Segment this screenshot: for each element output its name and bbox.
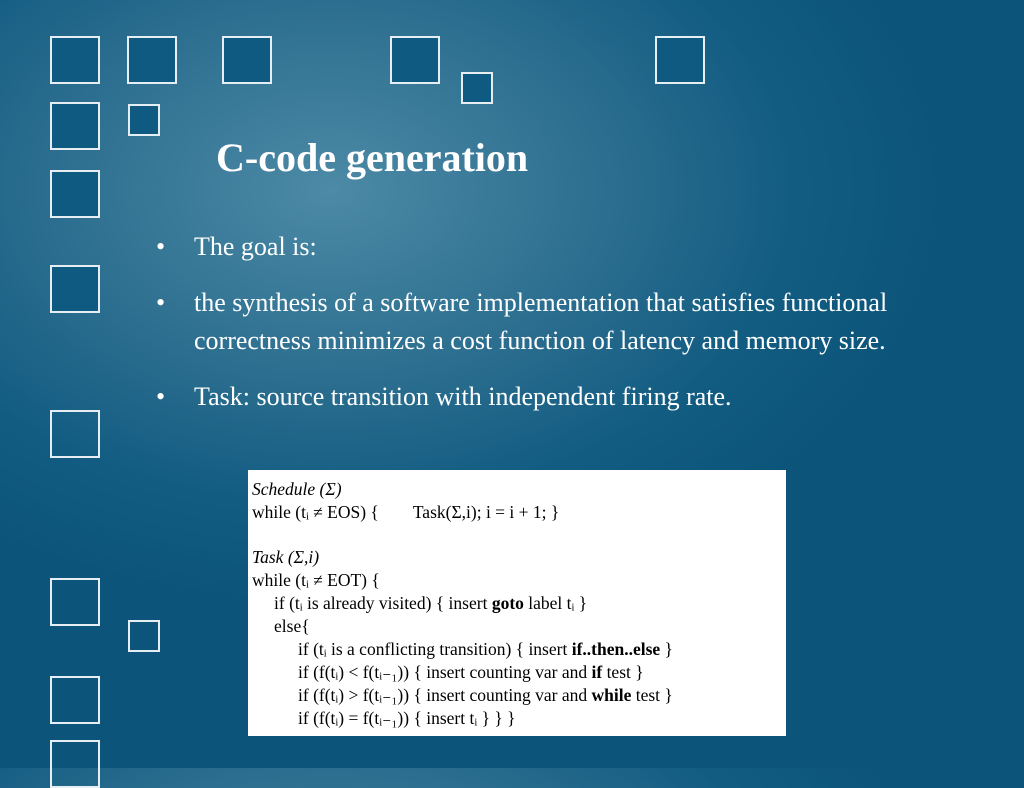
code-text: if (f(tᵢ) > f(tᵢ₋₁)) { insert counting v… xyxy=(298,685,588,705)
code-line: while (tᵢ ≠ EOT) { xyxy=(252,570,380,590)
decor-square xyxy=(222,36,272,84)
decor-square xyxy=(461,72,493,104)
code-text: Task(Σ,i); i = i + 1; } xyxy=(412,502,560,522)
decor-square xyxy=(390,36,440,84)
code-keyword: while xyxy=(591,685,632,705)
task-header: Task (Σ,i) xyxy=(252,547,320,567)
code-line: if (f(tᵢ) < f(tᵢ₋₁)) { insert counting v… xyxy=(252,661,780,684)
bullet-item: the synthesis of a software implementati… xyxy=(150,284,1000,360)
bullet-item: Task: source transition with independent… xyxy=(150,378,1000,416)
decor-square-outline xyxy=(50,578,100,626)
decor-square xyxy=(50,170,100,218)
decor-square xyxy=(50,102,100,150)
code-line: if (f(tᵢ) > f(tᵢ₋₁)) { insert counting v… xyxy=(252,684,780,707)
code-text: if (tᵢ is a conflicting transition) { in… xyxy=(298,639,568,659)
code-keyword: if..then..else xyxy=(571,639,661,659)
code-figure: Schedule (Σ) while (tᵢ ≠ EOS) { Task(Σ,i)… xyxy=(248,470,786,736)
decor-square-outline xyxy=(50,410,100,458)
code-text: if (tᵢ is already visited) { insert xyxy=(274,593,488,613)
code-line: else{ xyxy=(274,616,310,636)
decor-square xyxy=(127,36,177,84)
slide-title: C-code generation xyxy=(216,135,529,180)
decor-square xyxy=(655,36,705,84)
decor-square-outline xyxy=(128,620,160,652)
code-text: label tᵢ } xyxy=(528,593,588,613)
code-text: test } xyxy=(606,662,644,682)
bullet-item: The goal is: xyxy=(150,228,1000,266)
code-keyword: if xyxy=(591,662,603,682)
decor-square-outline xyxy=(50,676,100,724)
code-text: if (f(tᵢ) < f(tᵢ₋₁)) { insert counting v… xyxy=(298,662,588,682)
decor-square-outline xyxy=(50,740,100,788)
decor-square xyxy=(50,36,100,84)
decor-square xyxy=(50,265,100,313)
code-line: if (f(tᵢ) = f(tᵢ₋₁)) { insert tᵢ } } } xyxy=(298,708,516,728)
code-line: if (tᵢ is already visited) { insert goto… xyxy=(252,592,780,615)
code-line: if (tᵢ is a conflicting transition) { in… xyxy=(252,638,780,661)
bullet-list: The goal is: the synthesis of a software… xyxy=(150,228,1000,434)
code-keyword: goto xyxy=(491,593,524,613)
code-text: while (tᵢ ≠ EOS) { xyxy=(252,502,379,522)
code-text: } xyxy=(664,639,673,659)
code-line: while (tᵢ ≠ EOS) { Task(Σ,i); i = i + 1; … xyxy=(252,501,780,524)
code-text: test } xyxy=(635,685,673,705)
schedule-header: Schedule (Σ) xyxy=(252,479,342,499)
decor-square xyxy=(128,104,160,136)
